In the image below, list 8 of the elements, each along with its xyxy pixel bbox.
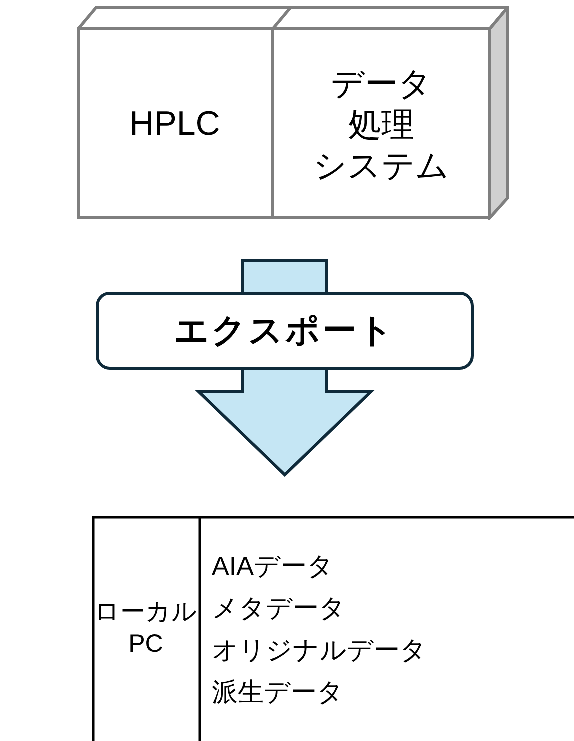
panel-text: データ処理システム: [273, 29, 490, 220]
edge-label: エクスポート: [96, 292, 474, 370]
list-item: 派生データ: [212, 676, 344, 708]
list-item: AIAデータ: [212, 550, 334, 582]
list-item: オリジナルデータ: [212, 634, 427, 666]
table-cell: ローカルPC: [92, 516, 200, 741]
panel-text: HPLC: [77, 29, 273, 220]
list-item: メタデータ: [212, 592, 346, 624]
